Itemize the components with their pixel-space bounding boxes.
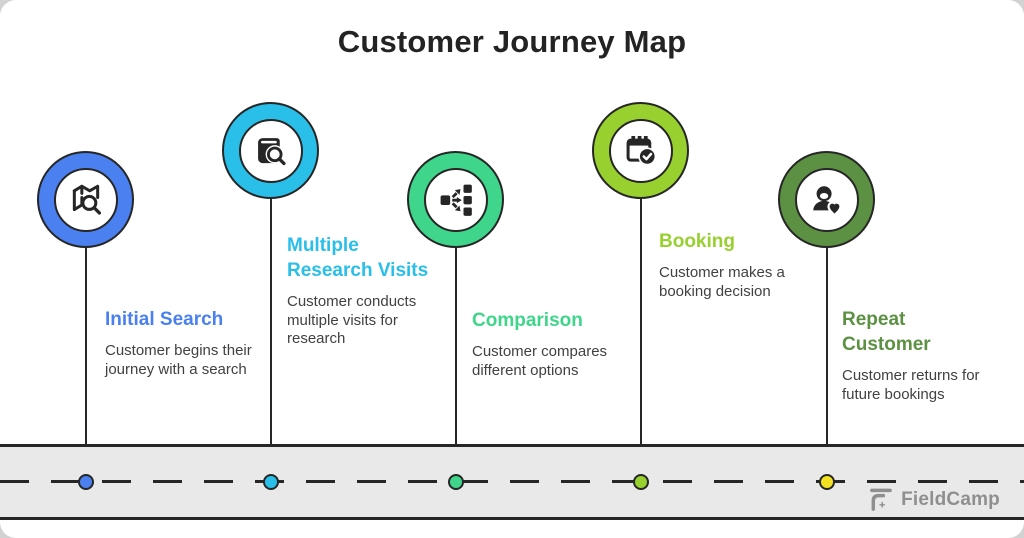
- timeline-stem-3: [454, 245, 458, 482]
- stage-description: Customer makes a booking decision: [659, 264, 785, 300]
- stage-description: Customer compares different options: [472, 343, 608, 379]
- stage-circle-repeat-customer: [778, 151, 875, 248]
- timeline-dot-1: [78, 473, 94, 490]
- stage-title: Initial Search: [105, 309, 224, 330]
- stage-circle-research-visits: [222, 102, 319, 199]
- stage-description: Customer returns for future bookings: [842, 367, 980, 403]
- timeline-dot-3: [448, 473, 464, 490]
- stage-title: Booking: [659, 231, 735, 252]
- book-search-icon: [238, 118, 303, 183]
- compare-options-icon: [423, 167, 488, 232]
- fieldcamp-logo-icon: [870, 488, 892, 511]
- stage-description: Customer begins their journey with a sea…: [105, 342, 252, 378]
- map-search-icon: [53, 167, 118, 232]
- stage-block-repeat-customer: Repeat Customer Customer returns for fut…: [842, 307, 994, 404]
- timeline-dot-4: [633, 473, 649, 490]
- page-title: Customer Journey Map: [337, 24, 687, 59]
- stage-block-initial-search: Initial Search Customer begins their jou…: [105, 307, 257, 379]
- timeline-stem-1: [84, 245, 88, 482]
- timeline-dashed-line: [0, 480, 1024, 483]
- stage-block-booking: Booking Customer makes a booking decisio…: [659, 229, 829, 301]
- brand-logo: FieldCamp: [868, 487, 1000, 512]
- stage-title: Comparison: [472, 310, 583, 331]
- stage-description: Customer conducts multiple visits for re…: [287, 293, 417, 347]
- customer-heart-icon: [794, 167, 859, 232]
- stage-block-comparison: Comparison Customer compares different o…: [472, 308, 630, 380]
- brand-name: FieldCamp: [901, 488, 1000, 510]
- stage-title: Multiple Research Visits: [287, 235, 429, 281]
- timeline-stem-4: [639, 196, 643, 482]
- stage-circle-booking: [592, 102, 689, 199]
- stage-circle-initial-search: [37, 151, 134, 248]
- calendar-check-icon: [608, 118, 673, 183]
- stage-title: Repeat Customer: [842, 309, 931, 355]
- stage-block-research-visits: Multiple Research Visits Customer conduc…: [287, 233, 449, 349]
- stage-circle-comparison: [407, 151, 504, 248]
- timeline-stem-2: [269, 196, 273, 482]
- timeline-stem-5: [825, 245, 829, 482]
- timeline-dot-2: [263, 473, 279, 490]
- timeline-dot-5: [819, 473, 835, 490]
